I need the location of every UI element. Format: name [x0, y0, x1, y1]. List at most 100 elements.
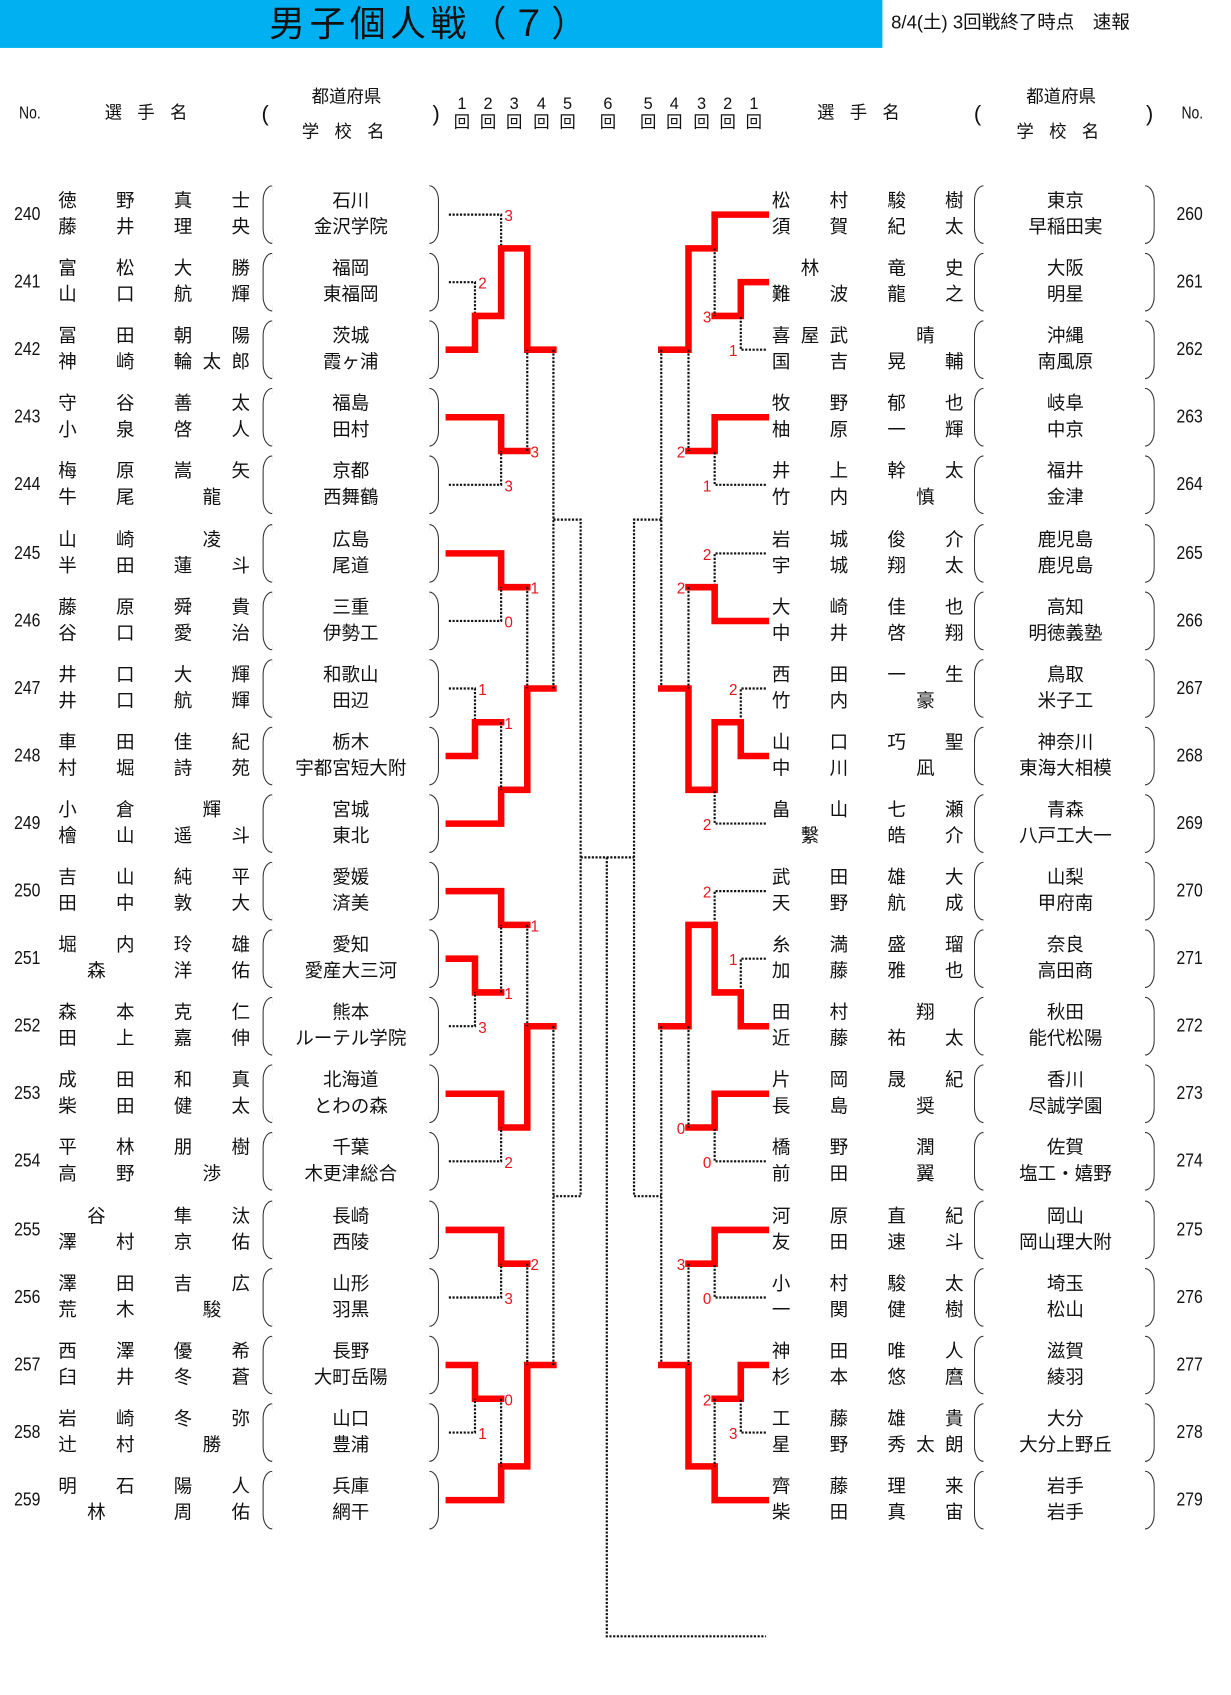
entry-number: 249: [14, 812, 41, 834]
round-number: 2: [723, 94, 733, 114]
score-250: 1: [531, 918, 539, 935]
round-number: 5: [643, 94, 653, 114]
player-name: 明 石 陽 人: [58, 1476, 261, 1497]
player-name: 檜 山 遥 斗: [58, 825, 261, 847]
bracket-line: [739, 687, 766, 723]
round-unit: 回: [693, 113, 710, 132]
school-name: 能代松陽: [1028, 1028, 1103, 1050]
entry-number: 272: [1176, 1015, 1203, 1037]
entry-number: 250: [14, 880, 41, 901]
round-unit: 回: [533, 113, 550, 132]
player-name: 柴 田 真 宙: [771, 1502, 974, 1523]
entry-number: 261: [1176, 271, 1203, 293]
round-number: 5: [563, 94, 573, 114]
prefecture: 埼玉: [1046, 1273, 1084, 1294]
player-name: 杉 本 悠 麿: [771, 1366, 974, 1388]
bracket-line: [713, 789, 766, 825]
entry-number: 268: [1176, 744, 1203, 766]
entry-number: 276: [1176, 1286, 1203, 1307]
prefecture: 神奈川: [1037, 731, 1094, 753]
school-name: 金沢学院: [313, 216, 388, 238]
player-name: 富 松 大 勝: [58, 258, 261, 279]
round-unit: 回: [719, 113, 736, 132]
score-269: 2: [703, 817, 711, 834]
winner-line: [657, 685, 770, 794]
school-name: 岡山理大附: [1019, 1231, 1112, 1253]
entry-number: 258: [14, 1421, 41, 1443]
player-name: 井 口 大 輝: [58, 664, 261, 685]
header-paren-close-left: ): [432, 102, 440, 127]
school-name: 明星: [1046, 284, 1084, 306]
player-name: 谷 口 愛 治: [58, 622, 261, 644]
player-name: 井 口 航 輝: [58, 690, 261, 712]
round-number: 1: [749, 94, 759, 114]
player-name: 村 堀 詩 苑: [58, 758, 261, 779]
prefecture: 兵庫: [332, 1476, 370, 1497]
score-243: 3: [531, 445, 539, 462]
score-265: 2: [703, 547, 711, 564]
player-name: 半 田 蓮 斗: [58, 555, 261, 576]
round-number: 4: [536, 94, 546, 114]
school-name: 網干: [332, 1502, 370, 1523]
prefecture: 茨城: [332, 325, 370, 347]
winner-line: [445, 245, 557, 353]
entry-number: 266: [1176, 609, 1203, 631]
score-267: 2: [729, 682, 737, 699]
school-name: 中京: [1046, 419, 1084, 441]
score-246: 0: [504, 614, 512, 631]
school-name: 南風原: [1037, 352, 1094, 373]
player-name: 辻 村 勝: [58, 1434, 261, 1456]
player-name: 喜屋武 晴: [771, 325, 974, 347]
player-name: 友 田 速 斗: [771, 1231, 974, 1253]
player-name: 小 泉 啓 人: [58, 419, 261, 441]
prefecture: 石川: [332, 190, 370, 212]
entry-number: 244: [14, 474, 41, 496]
bracket-line: [448, 213, 503, 249]
player-name: 澤 村 京 佑: [58, 1231, 261, 1253]
school-name: 綾羽: [1046, 1366, 1084, 1388]
prefecture: 岡山: [1046, 1205, 1084, 1227]
prefecture: 熊本: [332, 1002, 370, 1024]
player-name: 田 中 敦 大: [58, 893, 261, 915]
entry-number: 255: [14, 1218, 41, 1240]
prefecture: 愛媛: [332, 867, 370, 888]
winner-line: [657, 1361, 770, 1504]
player-name: 柚 原 一 輝: [771, 419, 974, 441]
winner-line: [711, 278, 770, 320]
school-name: 大分上野丘: [1019, 1434, 1112, 1456]
entry-number: 259: [14, 1489, 41, 1510]
entry-number: 253: [14, 1083, 41, 1104]
player-name: 河 原 直 紀: [771, 1205, 974, 1227]
score-255: 2: [531, 1257, 539, 1274]
status-text: 8/4(土) 3回戦終了時点 速報: [891, 11, 1130, 33]
prefecture: 佐賀: [1046, 1137, 1084, 1159]
player-name: 臼 井 冬 蒼: [58, 1366, 261, 1388]
player-name: 荒 木 駿: [58, 1299, 261, 1320]
player-name: 加 藤 雅 也: [771, 960, 974, 982]
header-school-right: 学校名: [1016, 123, 1115, 142]
entry-number: 278: [1176, 1421, 1203, 1443]
player-name: 田 村 翔: [771, 1002, 974, 1024]
winner-line: [685, 413, 770, 455]
bracket-line: [739, 957, 766, 993]
player-name: 守 谷 善 太: [58, 393, 261, 415]
player-name: 牛 尾 龍: [58, 487, 261, 509]
